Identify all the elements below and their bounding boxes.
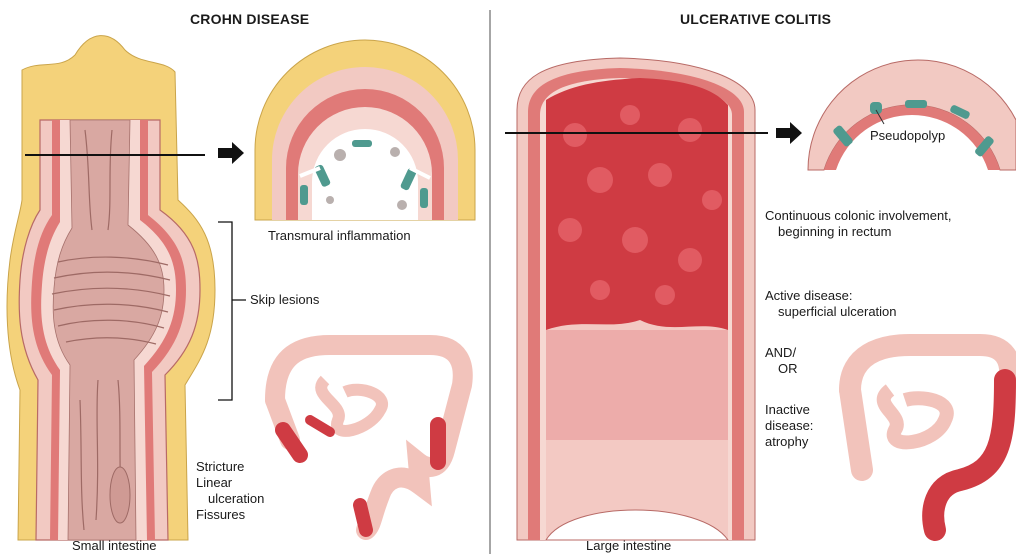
label-linear: Linear [196, 475, 232, 490]
crohn-cross-section [255, 40, 475, 220]
uc-colon [850, 345, 1010, 530]
label-inactive-line1: Inactive [765, 402, 810, 417]
uc-cross-section [808, 60, 1016, 170]
label-continuous-line2: beginning in rectum [778, 224, 891, 239]
label-pseudopolyp: Pseudopolyp [870, 128, 945, 143]
uc-title: ULCERATIVE COLITIS [680, 12, 831, 27]
label-stricture: Stricture [196, 459, 244, 474]
label-transmural-inflammation: Transmural inflammation [268, 228, 411, 243]
arrow-right-icon [218, 142, 244, 164]
label-large-intestine: Large intestine [586, 538, 671, 553]
label-or: OR [778, 361, 798, 376]
label-active-line1: Active disease: [765, 288, 852, 303]
small-intestine-illustration [7, 36, 215, 540]
label-inactive-line2: disease: [765, 418, 813, 433]
label-ulceration: ulceration [208, 491, 264, 506]
crohn-title: CROHN DISEASE [190, 12, 309, 27]
skip-lesions-bracket [218, 222, 246, 400]
crohn-colon [275, 345, 463, 530]
label-continuous-line1: Continuous colonic involvement, [765, 208, 951, 223]
label-fissures: Fissures [196, 507, 245, 522]
large-intestine-illustration [517, 58, 755, 540]
label-small-intestine: Small intestine [72, 538, 157, 553]
label-inactive-line3: atrophy [765, 434, 808, 449]
label-active-line2: superficial ulceration [778, 304, 897, 319]
label-and: AND/ [765, 345, 796, 360]
arrow-right-icon [776, 122, 802, 144]
label-skip-lesions: Skip lesions [250, 292, 319, 307]
